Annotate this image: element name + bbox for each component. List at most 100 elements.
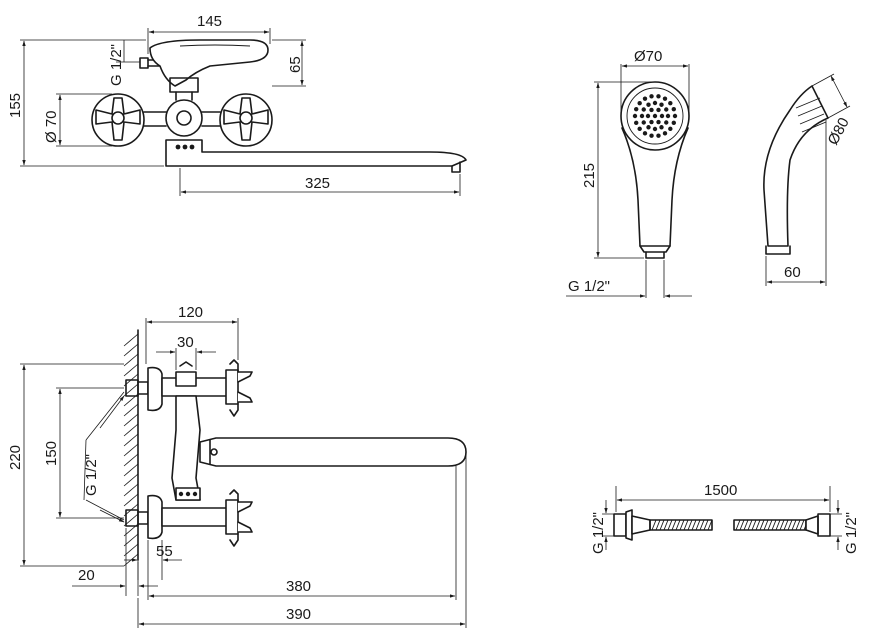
nozzle-dot — [634, 106, 639, 112]
hatch-line — [123, 423, 139, 437]
nozzle-dot — [659, 125, 664, 130]
hose-coil — [763, 519, 769, 531]
hose-coil — [743, 519, 749, 531]
nozzle-dot — [662, 96, 668, 101]
thread-hose-right-label: G 1/2" — [843, 512, 860, 554]
thread-handset-label: G 1/2" — [568, 278, 610, 295]
dim-120: 120 — [178, 304, 203, 321]
hose-coil — [671, 519, 677, 531]
hatch-line — [123, 413, 139, 427]
thread-inlet-label: G 1/2" — [83, 454, 100, 496]
hatch-line — [123, 453, 139, 467]
hatch-line — [123, 443, 139, 457]
hose-coil — [659, 519, 665, 531]
dim-220: 220 — [7, 445, 24, 470]
nozzle-dot — [659, 113, 665, 119]
dim-145: 145 — [197, 13, 222, 30]
mixer-plan-view: 120 30 220 150 G 1/2" 55 20 380 — [7, 304, 467, 628]
hatch-line — [123, 463, 139, 477]
nozzle-dot — [659, 102, 664, 107]
dim-60: 60 — [784, 264, 801, 281]
hose-coil — [691, 519, 697, 531]
hatch-line — [123, 493, 139, 507]
hose-coil — [783, 519, 789, 531]
hatch-line — [123, 473, 139, 487]
nozzle-dot — [639, 113, 645, 119]
hose-segment-left — [651, 519, 713, 531]
nozzle-dot — [668, 126, 673, 132]
hose-coil — [767, 519, 773, 531]
hose-coil — [775, 519, 781, 531]
nozzle-dot — [637, 126, 642, 132]
nozzle-dot — [665, 113, 671, 119]
dim-30: 30 — [177, 334, 194, 351]
nozzle-dot — [634, 120, 639, 126]
dim-flange-70: Ø 70 — [43, 110, 60, 143]
hose-coil — [679, 519, 685, 531]
nozzle-dot — [646, 125, 651, 130]
nozzle-dot — [656, 119, 661, 125]
nozzle-dot — [646, 102, 651, 107]
hose-coil — [739, 519, 745, 531]
hose-coil — [795, 519, 801, 531]
hose-coil — [755, 519, 761, 531]
nozzle-dot — [641, 120, 646, 125]
nozzle-dot — [642, 96, 648, 101]
hose-coil — [683, 519, 689, 531]
hose-coil — [699, 519, 705, 531]
nozzle-pattern — [632, 94, 678, 138]
hatch-line — [123, 343, 139, 357]
hose-coil — [799, 519, 805, 531]
dim-20: 20 — [78, 567, 95, 584]
hose-coil — [675, 519, 681, 531]
hose-coil — [695, 519, 701, 531]
mixer-front-view: 145 65 G 1/2" 155 Ø 70 325 — [7, 13, 467, 196]
nozzle-dot — [649, 133, 654, 138]
nozzle-dot — [662, 131, 668, 136]
nozzle-dot — [642, 131, 648, 136]
nozzle-dot — [645, 113, 651, 119]
hatch-line — [123, 353, 139, 367]
dim-215: 215 — [581, 163, 598, 188]
hose-coil — [735, 519, 741, 531]
nozzle-dot — [656, 107, 661, 113]
hose-segment-right — [735, 519, 809, 531]
hatch-line — [123, 433, 139, 447]
hatch-line — [123, 333, 139, 347]
nozzle-dot — [656, 94, 661, 99]
nozzle-dot — [671, 106, 676, 112]
dim-390: 390 — [286, 606, 311, 623]
nozzle-dot — [652, 100, 658, 106]
dim-155: 155 — [7, 93, 24, 118]
hose-coil — [655, 519, 661, 531]
dim-380: 380 — [286, 578, 311, 595]
dim-side-80: Ø80 — [825, 115, 853, 148]
hose-coil — [687, 519, 693, 531]
hose-coil — [751, 519, 757, 531]
nozzle-dot — [664, 120, 669, 125]
hose-coil — [667, 519, 673, 531]
nozzle-dot — [671, 120, 676, 126]
hose-coil — [747, 519, 753, 531]
hose-coil — [651, 519, 657, 531]
hose-coil — [779, 519, 785, 531]
nozzle-dot — [649, 119, 654, 125]
nozzle-dot — [649, 107, 654, 113]
nozzle-dot — [664, 107, 669, 112]
hose-coil — [787, 519, 793, 531]
hose-coil — [771, 519, 777, 531]
dim-150: 150 — [43, 441, 60, 466]
dim-65: 65 — [287, 56, 304, 73]
hose-coil — [703, 519, 709, 531]
dim-55: 55 — [156, 543, 173, 560]
nozzle-dot — [632, 113, 638, 119]
nozzle-dot — [656, 133, 661, 138]
nozzle-dot — [652, 126, 658, 132]
dim-325: 325 — [305, 175, 330, 192]
hose-coil — [791, 519, 797, 531]
hatch-line — [123, 483, 139, 497]
nozzle-dot — [641, 107, 646, 112]
dim-1500: 1500 — [704, 482, 737, 499]
hatch-line — [123, 363, 139, 377]
nozzle-dot — [668, 100, 673, 106]
